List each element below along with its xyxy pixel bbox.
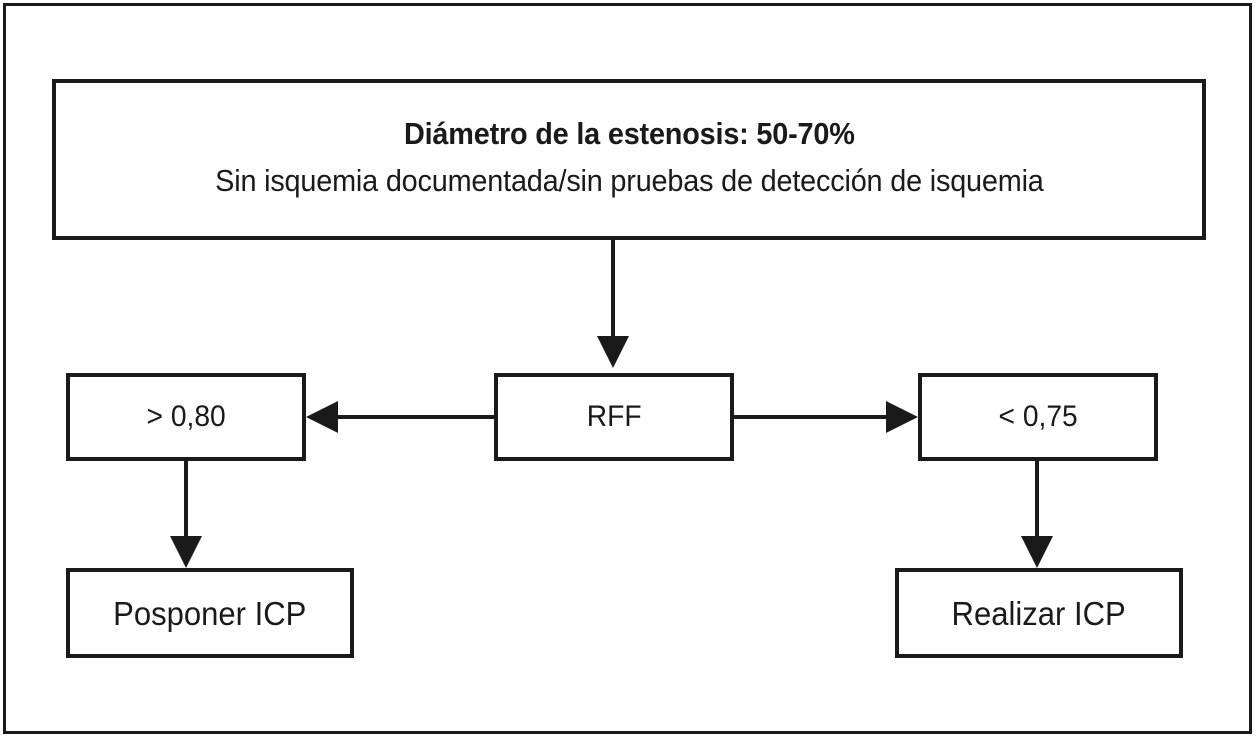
header-title: Diámetro de la estenosis: 50-70% xyxy=(403,116,855,152)
connector-line-rff-to-gt xyxy=(334,415,496,419)
connector-line-header-to-rff xyxy=(611,240,615,340)
node-label-defer: Posponer ICP xyxy=(113,594,307,632)
node-label-perform: Realizar ICP xyxy=(951,594,1127,632)
node-fractional-flow-low: < 0,75 xyxy=(918,373,1158,461)
node-label-lt: < 0,75 xyxy=(998,400,1078,433)
connector-line-rff-to-lt xyxy=(733,415,888,419)
node-perform-pci: Realizar ICP xyxy=(895,568,1183,658)
node-defer-pci: Posponer ICP xyxy=(66,568,354,658)
node-label-gt: > 0,80 xyxy=(146,400,226,433)
node-label-rff: RFF xyxy=(586,400,642,433)
arrowhead-right-rff-to-lt xyxy=(886,401,918,433)
arrowhead-left-rff-to-gt xyxy=(306,401,338,433)
header-box: Diámetro de la estenosis: 50-70% Sin isq… xyxy=(52,79,1206,240)
arrowhead-down-header-to-rff xyxy=(597,336,629,368)
arrowhead-down-gt-to-defer xyxy=(170,536,202,568)
header-subtitle: Sin isquemia documentada/sin pruebas de … xyxy=(214,163,1044,198)
connector-line-gt-to-defer xyxy=(184,461,188,542)
node-fractional-flow-high: > 0,80 xyxy=(66,373,306,461)
connector-line-lt-to-perform xyxy=(1035,461,1039,542)
node-rff: RFF xyxy=(494,373,734,461)
arrowhead-down-lt-to-perform xyxy=(1021,536,1053,568)
